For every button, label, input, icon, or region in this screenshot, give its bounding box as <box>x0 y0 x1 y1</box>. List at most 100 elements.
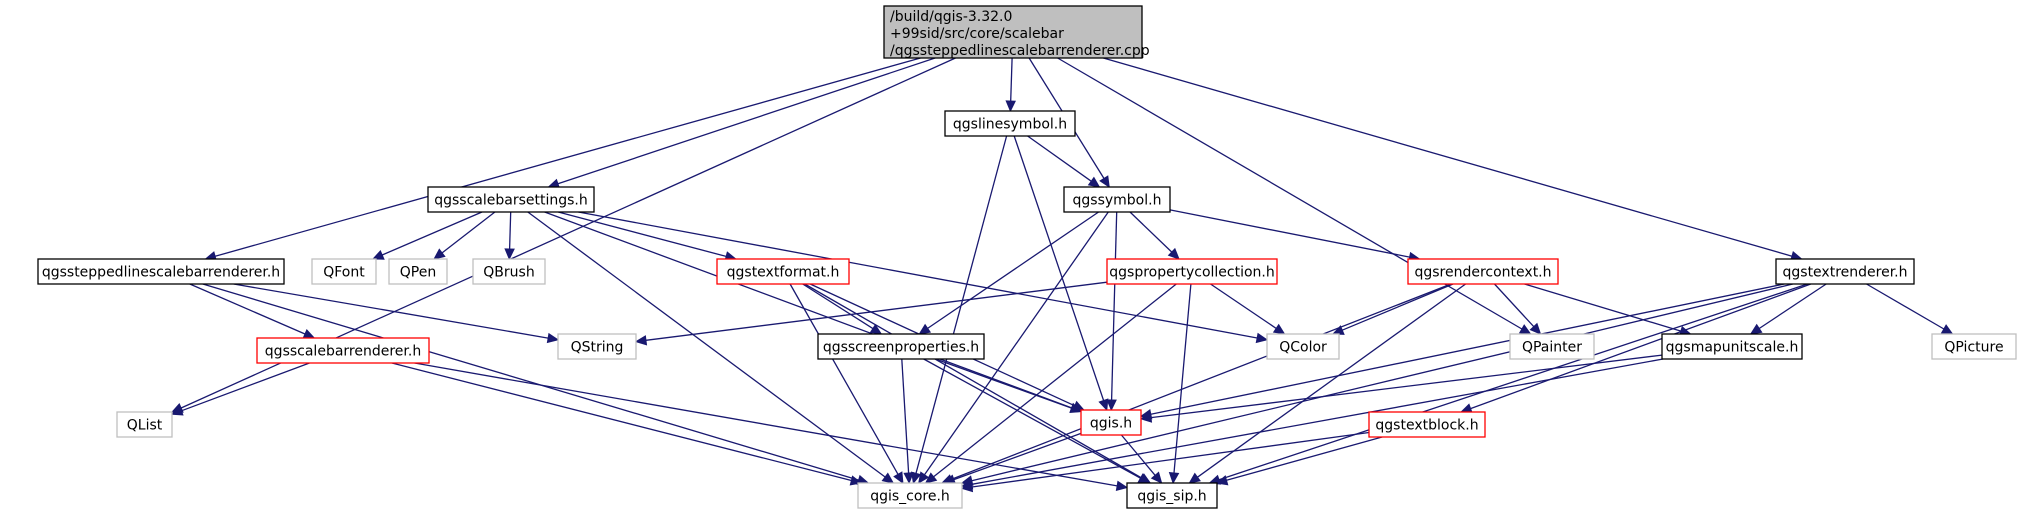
node-qcolor: QColor <box>1266 333 1340 360</box>
node-qgsscreenproperties-h[interactable]: qgsscreenproperties.h <box>817 333 985 360</box>
edge-arrowhead <box>910 471 922 485</box>
node-label: QString <box>571 340 624 356</box>
node-qgsscalebarrenderer-h[interactable]: qgsscalebarrenderer.h <box>256 337 430 364</box>
edge-arrowhead <box>1005 100 1016 113</box>
edge-arrowhead <box>918 323 932 335</box>
edge-qgsrendercontext_h-to-qgsmapunitscale_h <box>1524 283 1692 336</box>
edge-arrowhead <box>960 481 974 493</box>
edge-line <box>1027 135 1092 182</box>
edge-line <box>233 283 549 339</box>
node-box <box>472 258 546 285</box>
edge-qgsscalebarsettings_h-to-qcolor <box>578 211 1269 344</box>
edge-qgsscalebarrenderer_h-to-qgis_core_h <box>391 362 863 486</box>
edge-line <box>391 362 852 482</box>
node-qgsmapunitscale-h[interactable]: qgsmapunitscale.h <box>1661 333 1803 360</box>
edge-qgsscreenproperties_h-to-qgis_h <box>935 358 1083 414</box>
edge-arrowhead <box>1106 399 1117 412</box>
edge-line <box>1013 135 1105 401</box>
node-label: qgsscreenproperties.h <box>823 340 979 356</box>
edge-qgstextrenderer_h-to-qgis_h <box>1139 283 1785 420</box>
edge-line <box>953 432 1082 481</box>
node-qgstextrenderer-h[interactable]: qgstextrenderer.h <box>1775 258 1915 285</box>
edge-line <box>381 211 483 256</box>
node-box <box>388 258 448 285</box>
edge-arrowhead <box>1167 247 1180 260</box>
node-root[interactable]: /build/qgis-3.32.0+99sid/src/core/scaleb… <box>883 5 1150 59</box>
edge-arrowhead <box>924 472 938 484</box>
edge-line <box>971 358 1664 485</box>
node-label: qgspropertycollection.h <box>1109 265 1275 281</box>
edge-line <box>1120 434 1156 476</box>
node-label: qgssteppedlinescalebarrenderer.h <box>42 265 280 281</box>
edge-arrowhead <box>302 328 316 339</box>
node-qgstextformat-h[interactable]: qgstextformat.h <box>716 258 850 285</box>
edge-arrowhead <box>371 249 385 260</box>
edge-line <box>557 57 936 185</box>
node-label: qgis.h <box>1090 416 1132 432</box>
edge-line <box>951 283 1452 481</box>
edge-qgstextformat_h-to-qgis_core_h <box>789 283 904 485</box>
edge-arrowhead <box>546 332 560 344</box>
edge-line <box>508 211 512 250</box>
edge-arrowhead <box>433 248 446 260</box>
edge-arrowhead <box>1168 472 1180 485</box>
edge-arrowhead <box>1272 323 1286 335</box>
edge-arrowhead <box>1139 409 1153 420</box>
edge-qgsscalebarsettings_h-to-qpen <box>433 211 496 260</box>
node-qpen: QPen <box>388 258 448 285</box>
edge-line <box>901 358 910 474</box>
edge-arrowhead <box>1069 403 1083 414</box>
node-qgsscalebarsettings-h[interactable]: qgsscalebarsettings.h <box>427 186 595 213</box>
edge-line <box>1494 283 1535 328</box>
edge-root-to-qgslinesymbol_h <box>1005 57 1016 113</box>
edge-qgstextrenderer_h-to-qgsmapunitscale_h <box>1749 283 1827 335</box>
edge-line <box>1218 283 1808 481</box>
node-qgstextblock-h[interactable]: qgstextblock.h <box>1368 411 1486 438</box>
node-label: qgis_core.h <box>870 489 950 505</box>
edge-line <box>1758 283 1827 330</box>
node-box <box>1407 258 1559 285</box>
node-qgis-sip-h[interactable]: qgis_sip.h <box>1126 482 1218 509</box>
edge-qgstextrenderer_h-to-qgis_core_h <box>960 283 1793 486</box>
node-qgsrendercontext-h[interactable]: qgsrendercontext.h <box>1407 258 1559 285</box>
node-label: qgssymbol.h <box>1073 193 1162 209</box>
node-box <box>1775 258 1915 285</box>
node-qpainter: QPainter <box>1509 333 1595 360</box>
edge-line <box>1210 283 1277 329</box>
edge-line <box>804 283 1142 479</box>
edge-qgslinesymbol_h-to-qgis_core_h <box>910 135 1008 485</box>
edge-qgssymbol_h-to-qgsrendercontext_h <box>1169 209 1421 263</box>
node-label: qgsmapunitscale.h <box>1666 340 1799 356</box>
edge-qgssteppedlinescalebarrenderer_h-to-qstring <box>233 283 560 344</box>
edge-arrowhead <box>917 471 930 484</box>
node-qgspropertycollection-h[interactable]: qgspropertycollection.h <box>1106 258 1278 285</box>
edge-line <box>214 57 921 257</box>
edge-arrowhead <box>1255 332 1269 344</box>
edge-arrowhead <box>1098 398 1109 412</box>
node-qgssteppedlinescalebarrenderer-h[interactable]: qgssteppedlinescalebarrenderer.h <box>37 258 285 285</box>
edge-arrowhead <box>903 472 914 485</box>
node-box <box>1080 409 1142 436</box>
node-box <box>716 258 850 285</box>
edge-line <box>1866 283 1945 330</box>
edge-qgsscreenproperties_h-to-qgis_core_h <box>901 358 914 485</box>
node-qgslinesymbol-h[interactable]: qgslinesymbol.h <box>944 110 1076 137</box>
edge-qgstextblock_h-to-qgis_core_h <box>960 431 1370 493</box>
edge-qgssymbol_h-to-qgis_h <box>1106 211 1118 412</box>
node-qgssymbol-h[interactable]: qgssymbol.h <box>1063 186 1171 213</box>
node-label: qgslinesymbol.h <box>953 117 1067 133</box>
node-label: qgsrendercontext.h <box>1414 265 1551 281</box>
node-qgis-h[interactable]: qgis.h <box>1080 409 1142 436</box>
edge-line <box>1470 283 1812 410</box>
edge-line <box>923 358 1141 479</box>
node-box <box>116 411 173 438</box>
edge-qgslinesymbol_h-to-qgis_h <box>1013 135 1109 412</box>
node-box <box>311 258 377 285</box>
edge-qgsrendercontext_h-to-qcolor <box>1331 283 1454 335</box>
edge-line <box>971 431 1370 488</box>
edge-line <box>1129 211 1173 253</box>
edge-qgssymbol_h-to-qgis_core_h <box>917 211 1109 484</box>
edge-root-to-qgstextrenderer_h <box>1103 57 1803 262</box>
node-box <box>1266 333 1340 360</box>
